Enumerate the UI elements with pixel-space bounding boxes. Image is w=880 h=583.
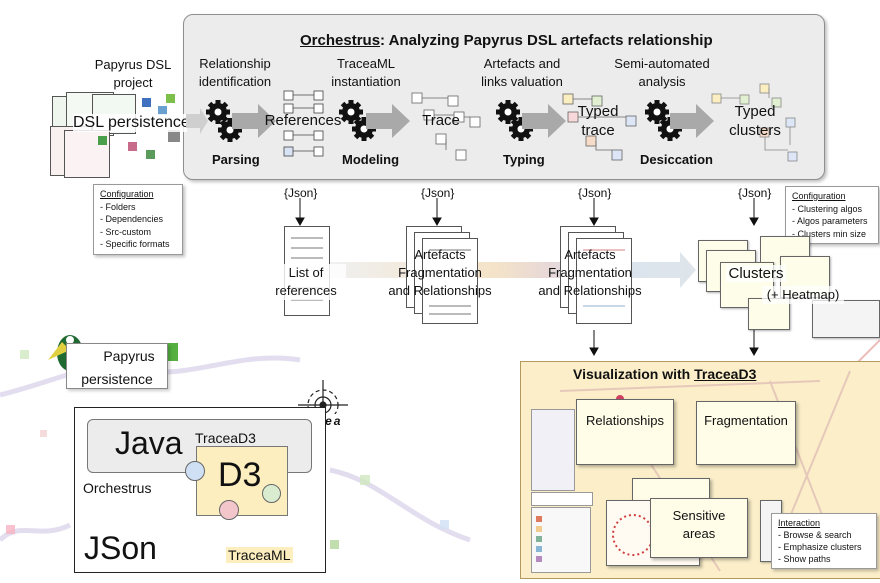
sensitive-areas-label: Sensitive areas (651, 507, 747, 543)
papyrus-label: Papyrus (103, 348, 155, 364)
relationships-card[interactable]: Relationships (576, 399, 674, 465)
stage4-label-line2: analysis (638, 74, 686, 89)
step-parsing: Parsing (212, 152, 260, 167)
orchestrus-label: Orchestrus (83, 480, 152, 496)
frag-a-line3: and Relationships (388, 283, 492, 298)
config-left-item: - Src-custom (100, 226, 152, 237)
fragmentation-card-label: Fragmentation (704, 413, 788, 428)
circle-green (262, 484, 281, 503)
config-right-heading: Configuration (792, 191, 846, 201)
references-label: References (264, 112, 342, 129)
typed-trace-line1: Typed (577, 103, 619, 120)
interaction-item: - Browse & search (778, 530, 852, 540)
json-label: {Json} (738, 186, 772, 200)
circle-blue (185, 461, 205, 481)
stage2-label: TraceaML instantiation (322, 55, 410, 91)
typed-trace-line2: trace (581, 122, 615, 139)
relationships-card-label: Relationships (585, 413, 665, 428)
d3-box (196, 446, 288, 516)
stage2-label-line1: TraceaML (336, 56, 396, 71)
stage4-label: Semi-automated analysis (612, 55, 712, 91)
config-right-item: - Clustering algos (792, 203, 863, 214)
title-rest: : Analyzing Papyrus DSL artefacts relati… (380, 32, 713, 49)
trace-label: Trace (422, 112, 460, 129)
config-left-item: - Specific formats (100, 239, 170, 249)
typed-clusters-line2: clusters (729, 122, 781, 139)
config-right: Configuration - Clustering algos - Algos… (785, 186, 879, 244)
stage3-label-line1: Artefacts and (483, 56, 561, 71)
fragmentation-card[interactable]: Fragmentation (696, 401, 796, 465)
project-label-line1: Papyrus DSL (94, 57, 172, 72)
typed-clusters-label: Typed clusters (718, 102, 792, 140)
clusters-label: Clusters (726, 265, 786, 282)
frag-a-line1: Artefacts (414, 247, 466, 262)
search-field[interactable] (531, 492, 593, 506)
viz-title-link: TraceaD3 (694, 366, 757, 382)
step-desiccation: Desiccation (640, 152, 713, 167)
heatmap-label: (+ Heatmap) (762, 286, 844, 304)
interaction-item: - Show paths (778, 554, 831, 564)
project-label: Papyrus DSL project (92, 56, 174, 92)
json-label: {Json} (421, 186, 455, 200)
config-left-item: - Folders (100, 201, 136, 212)
frag-a-line2: Fragmentation (398, 265, 482, 280)
persistence-label: persistence (81, 371, 153, 387)
sensitive-line1: Sensitive (672, 508, 726, 523)
config-left-heading: Configuration (100, 189, 154, 199)
frag-b-line1: Artefacts (564, 247, 616, 262)
java-label: Java (115, 425, 183, 461)
json-layer-label: JSon (84, 530, 157, 566)
stage2-label-line2: instantiation (331, 74, 401, 89)
visualization-title: Visualization with TraceaD3 (573, 366, 756, 382)
project-label-line2: project (113, 75, 153, 90)
traceaml-label: TraceaML (226, 547, 293, 563)
stage4-label-line1: Semi-automated (614, 56, 710, 71)
refs-line2: references (275, 283, 337, 298)
config-right-item: - Clusters min size (792, 228, 867, 239)
fragmentation-document-b (576, 238, 632, 324)
traced3-label: TraceaD3 (195, 430, 256, 446)
title-orchestrus: Orchestrus (300, 32, 381, 49)
config-left-item: - Dependencies (100, 214, 164, 224)
interaction-item: - Emphasize clusters (778, 542, 862, 552)
refs-line1: List of (288, 265, 324, 280)
fragmentation-b-label: Artefacts Fragmentation and Relationship… (532, 246, 648, 300)
stage1-label-line2: identification (198, 74, 272, 89)
fragmentation-document-a (422, 238, 478, 324)
step-modeling: Modeling (342, 152, 400, 167)
references-output-label: List of references (266, 264, 346, 300)
config-left: Configuration - Folders - Dependencies -… (93, 184, 183, 255)
stage3-label: Artefacts and links valuation (474, 55, 570, 91)
frag-b-line3: and Relationships (538, 283, 642, 298)
dsl-persistence-label: DSL persistence (73, 114, 190, 132)
typed-trace-label: Typed trace (572, 102, 624, 140)
papyrus-persistence-box (66, 343, 168, 389)
interaction-box: Interaction - Browse & search - Emphasiz… (771, 513, 877, 569)
control-panel[interactable] (531, 409, 575, 491)
viz-title-prefix: Visualization with (573, 366, 695, 382)
sensitive-areas-card[interactable]: Sensitive areas (650, 498, 748, 558)
stage1-label-line1: Relationship (199, 56, 271, 71)
frag-b-line2: Fragmentation (548, 265, 632, 280)
interaction-heading: Interaction (778, 518, 821, 528)
json-label: {Json} (284, 186, 318, 200)
config-right-item: - Algos parameters (792, 216, 868, 226)
json-label: {Json} (578, 186, 612, 200)
sensitive-line2: areas (682, 526, 716, 541)
typed-clusters-line1: Typed (734, 103, 776, 120)
panel-title: Orchestrus: Analyzing Papyrus DSL artefa… (300, 32, 713, 49)
fragmentation-a-label: Artefacts Fragmentation and Relationship… (382, 246, 498, 300)
stage3-label-line2: links valuation (481, 74, 563, 89)
stage1-label: Relationship identification (192, 55, 278, 91)
circle-pink (219, 500, 239, 520)
step-typing: Typing (503, 152, 545, 167)
legend-list (531, 507, 591, 573)
d3-label: D3 (218, 456, 262, 494)
